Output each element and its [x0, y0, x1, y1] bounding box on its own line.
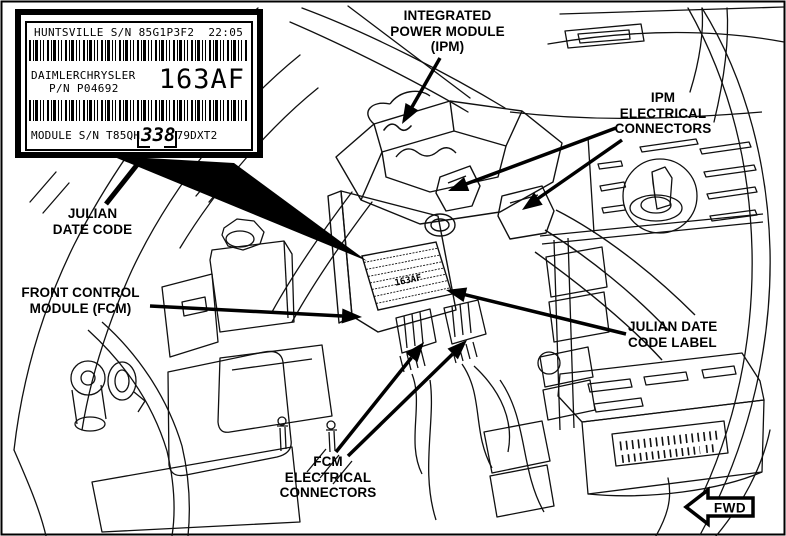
callout-line: JULIAN [67, 206, 118, 221]
right-channel-drawing [537, 237, 610, 431]
callout-line: CONNECTORS [279, 485, 377, 500]
serial-label: HUNTSVILLE S/N 85G1P3F2 22:05 DAIMLERCHR… [25, 21, 253, 151]
callout-ipm-connectors: IPM ELECTRICAL CONNECTORS [598, 90, 728, 137]
callout-line: ELECTRICAL [619, 105, 707, 121]
barcode-bottom [29, 100, 249, 121]
callout-line: CODE LABEL [628, 334, 717, 350]
wiper-pivot-circle [622, 158, 698, 234]
cowl-wiper-drawing [509, 111, 764, 245]
julian-code-bracket-right [164, 131, 177, 148]
fuse-box-drawing [557, 352, 765, 497]
ipm-front-face [340, 190, 457, 333]
callout-arrows [149, 57, 627, 458]
ipm-connector-1 [435, 165, 481, 212]
fwd-label: FWD [714, 501, 746, 516]
callout-julian-date-code: JULIAN DATE CODE [20, 206, 165, 237]
callout-ipm: INTEGRATED POWER MODULE (IPM) [375, 8, 520, 55]
arrow-ipm-connector-1 [448, 126, 617, 191]
serial-label-inset: HUNTSVILLE S/N 85G1P3F2 22:05 DAIMLERCHR… [15, 9, 263, 158]
barcode-top [29, 40, 249, 61]
callout-line: INTEGRATED [403, 8, 492, 23]
inset-pointer-wedge [112, 156, 367, 261]
callout-fcm-connectors: FCM ELECTRICAL CONNECTORS [262, 454, 394, 501]
fwd-marker: FWD [683, 486, 755, 528]
fcm-connector-2 [443, 299, 487, 345]
manufacturer-text: DAIMLERCHRYSLER [31, 69, 136, 82]
arrow-fcm [149, 304, 362, 324]
callout-line: (IPM) [430, 39, 465, 54]
serial-label-line1: HUNTSVILLE S/N 85G1P3F2 22:05 [34, 26, 244, 39]
module-serial-prefix: MODULE S/N T85QH [31, 129, 141, 142]
module-serial-line: MODULE S/N T85QH33879DXT2 [31, 124, 217, 146]
callout-line: JULIAN DATE [628, 319, 718, 334]
callout-line: FCM [313, 454, 343, 469]
callout-line: MODULE (FCM) [29, 300, 132, 316]
arrow-julian-date-code-label [446, 287, 627, 336]
julian-date-code-label-drawing: 163AF [361, 241, 453, 311]
callout-line: POWER MODULE [390, 23, 505, 39]
battery-reservoir-drawing [161, 218, 333, 433]
arrow-ipm-connector-2 [522, 138, 624, 210]
fwd-arrow-shape [683, 486, 755, 528]
callout-line: CONNECTORS [614, 121, 712, 136]
callout-line: DATE CODE [52, 221, 133, 237]
callout-line: IPM [650, 90, 676, 105]
fcm-connector-1 [395, 308, 437, 354]
date-code-text: 163AF [158, 64, 245, 95]
callout-fcm: FRONT CONTROL MODULE (FCM) [8, 285, 153, 316]
module-serial-suffix: 79DXT2 [176, 129, 218, 142]
battery-tray-drawing [70, 321, 353, 536]
callout-line: ELECTRICAL [284, 469, 372, 485]
fcm-module-drawing [395, 299, 555, 521]
fuse-box-label [611, 420, 729, 467]
callout-line: FRONT CONTROL [21, 285, 140, 300]
arrow-ipm [402, 57, 442, 124]
julian-code-bracket-left [137, 131, 150, 148]
arrow-fcm-connector-2 [346, 340, 467, 458]
arrow-fcm-connector-1 [334, 342, 424, 454]
callout-julian-date-code-label: JULIAN DATE CODE LABEL [628, 319, 743, 350]
part-number-text: P/N P04692 [49, 82, 119, 95]
julian-date-code-digits: 338 [141, 124, 176, 146]
